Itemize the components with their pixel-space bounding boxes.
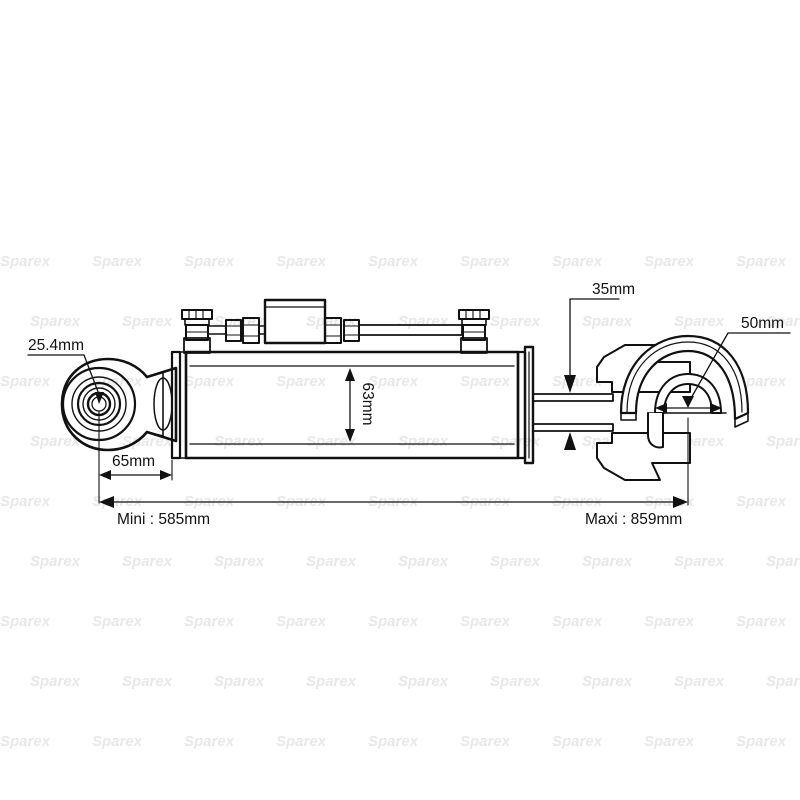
watermark-text: Sparex [582,673,633,690]
watermark-text: Sparex [276,253,327,270]
watermark-text: Sparex [398,433,449,450]
watermark-text: Sparex [398,553,449,570]
watermark-text: Sparex [92,733,143,750]
dim-label-length-max: Maxi : 859mm [585,511,682,528]
watermark-text: Sparex [306,553,357,570]
dim-line-overall-length [99,417,689,508]
watermark-text: Sparex [398,673,449,690]
watermark-text: Sparex [92,613,143,630]
watermark-text: Sparex [552,253,603,270]
watermark-text: Sparex [368,613,419,630]
watermark-text: Sparex [736,373,787,390]
watermark-text: Sparex [0,493,51,510]
watermark-text: Sparex [736,733,787,750]
part-cylinder-body [170,345,535,465]
watermark-text: Sparex [460,613,511,630]
watermark-text: Sparex [552,613,603,630]
watermark-text: Sparex [214,673,265,690]
watermark-text: Sparex [644,613,695,630]
watermark-text: Sparex [766,313,800,330]
watermark-text: Sparex [460,373,511,390]
part-eye-end [60,357,178,452]
watermark-text: Sparex [184,253,235,270]
watermark-text: Sparex [214,433,265,450]
watermark-text: Sparex [122,673,173,690]
watermark-text: Sparex [30,673,81,690]
dim-label-length-min: Mini : 585mm [117,511,210,528]
watermark-text: Sparex [30,553,81,570]
watermark-text: Sparex [552,373,603,390]
part-valve-block [263,298,327,345]
dim-label-eye-offset: 65mm [112,453,155,470]
watermark-text: Sparex [582,553,633,570]
watermark-text: Sparex [490,433,541,450]
watermark-text: Sparex [276,613,327,630]
part-piston-rod [532,393,614,432]
watermark-text: Sparex [552,733,603,750]
dim-label-pin-bore: 25.4mm [28,337,84,354]
dim-line-hook-throat [655,332,791,413]
watermark-text: Sparex [736,253,787,270]
watermark-text: Sparex [736,493,787,510]
watermark-text: Sparex [368,253,419,270]
part-hydraulic-line [181,298,490,354]
watermark-text: Sparex [644,733,695,750]
dim-line-eye-offset [98,411,173,504]
watermark-text: Sparex [122,313,173,330]
watermark-text: Sparex [460,253,511,270]
watermark-text: Sparex [184,733,235,750]
dim-label-hook-throat: 50mm [741,315,784,332]
watermark-text: Sparex [368,733,419,750]
watermark-text: Sparex [0,733,51,750]
watermark-text: Sparex [766,673,800,690]
dim-label-bore-diameter: 63mm [359,382,376,425]
watermark-text: Sparex [766,553,800,570]
watermark-text: Sparex [644,253,695,270]
watermark-text: Sparex [674,673,725,690]
watermark-text: Sparex [582,313,633,330]
watermark-text: Sparex [184,613,235,630]
watermark-text: Sparex [674,553,725,570]
watermark-text: Sparex [490,553,541,570]
watermark-text: Sparex [490,673,541,690]
watermark-text: Sparex [30,313,81,330]
dim-label-rod-diameter: 35mm [592,281,635,298]
watermark-text: Sparex [460,733,511,750]
watermark-text: Sparex [306,433,357,450]
watermark-text: Sparex [122,553,173,570]
watermark-text: Sparex [0,613,51,630]
watermark-text: Sparex [736,613,787,630]
watermark-text: Sparex [276,373,327,390]
watermark-text: Sparex [214,553,265,570]
watermark-text: Sparex [674,313,725,330]
watermark-text: Sparex [766,433,800,450]
watermark-text: Sparex [368,373,419,390]
dim-line-rod-diameter [564,298,620,450]
watermark-text: Sparex [0,253,51,270]
watermark-text: Sparex [306,673,357,690]
watermark-text: Sparex [0,373,51,390]
part-port-fitting-right [458,309,490,341]
watermark-text: Sparex [30,433,81,450]
dim-line-bore-diameter [345,368,355,442]
watermark-text: Sparex [490,313,541,330]
watermark-text: Sparex [184,373,235,390]
dim-line-pin-bore [27,354,104,404]
watermark-text: Sparex [276,733,327,750]
watermark-text: Sparex [92,253,143,270]
part-port-fitting-left [181,309,213,341]
part-hook-claw [596,334,750,481]
